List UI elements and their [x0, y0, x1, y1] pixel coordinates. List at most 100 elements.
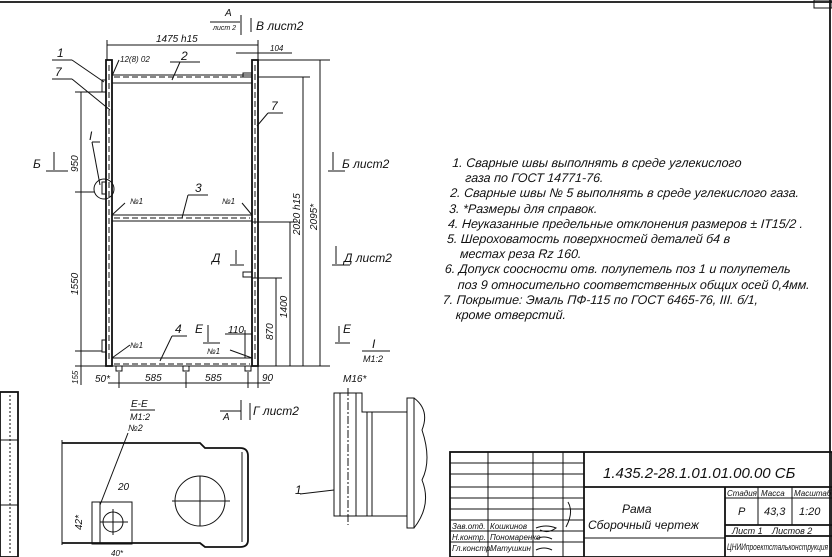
title-block-text: 1.435.2-28.1.01.01.00.00 СБ Рама Сборочн…	[452, 465, 832, 553]
dim-2095: 2095*	[309, 203, 320, 231]
organization: ЦНИИпроектстальконструкция	[727, 542, 828, 552]
sheet-number-box	[813, 0, 832, 9]
left-post	[105, 59, 113, 367]
dim-104: 104	[270, 44, 284, 53]
section-d: Д	[210, 251, 221, 265]
dimension-labels: 1475 h15 104 12(8) 02 950 1550 155 2020 …	[70, 34, 367, 557]
mass-header: Масса	[761, 489, 785, 498]
position-labels: 1 7 2 7 3 4 1 №1 №1 №1 №1 №2	[55, 46, 302, 497]
section-a-top-sheet: лист 2	[212, 25, 236, 32]
section-ee-title: Е-Е	[131, 399, 148, 410]
weld-no1: №1	[207, 347, 220, 356]
scale-value: 1:20	[799, 506, 821, 518]
note-line: кроме отверстий.	[455, 308, 567, 323]
sheet-count: Листов 2	[771, 526, 812, 536]
hinge-bottom	[101, 339, 107, 353]
note-line: газа по ГОСТ 14771-76.	[464, 171, 605, 186]
section-a-bottom: А	[222, 412, 230, 423]
pos-7-right: 7	[271, 99, 279, 113]
middle-bar	[111, 214, 253, 222]
detail-i-callout: I	[89, 129, 93, 143]
dim-585-b: 585	[205, 373, 222, 384]
dimension-lines	[46, 15, 390, 420]
detail-i-label: I	[372, 337, 376, 351]
dim-1400: 1400	[279, 295, 290, 318]
foot	[244, 365, 252, 372]
pos-4: 4	[175, 322, 182, 336]
dim-870: 870	[265, 323, 276, 340]
dim-155: 155	[71, 370, 80, 384]
section-ee-view	[61, 440, 249, 548]
dim-width: 1475 h15	[156, 34, 198, 45]
section-a-top: А	[224, 8, 232, 19]
signature	[535, 501, 572, 533]
latch	[242, 271, 253, 278]
role: Н.контр.	[452, 533, 486, 542]
hinge-mid	[101, 181, 107, 195]
person-name: Пономаренко	[490, 533, 541, 542]
pos-1: 1	[57, 46, 64, 60]
dim-585-a: 585	[145, 373, 162, 384]
mass-value: 43,3	[764, 506, 786, 518]
dim-50: 50*	[95, 374, 111, 385]
plate	[91, 501, 133, 545]
note-line: 3. *Размеры для справок.	[448, 201, 598, 216]
dim-90: 90	[262, 373, 274, 384]
technical-requirements: 1. Сварные швы выполнять в среде углекис…	[441, 156, 832, 323]
note-line: 2. Сварные швы № 5 выполнять в среде угл…	[449, 186, 800, 201]
scale-header: Масштаб	[794, 489, 832, 498]
section-ee-scale: М1:2	[130, 412, 150, 422]
section-e: Е	[195, 322, 204, 336]
weld-no1: №1	[222, 197, 235, 206]
section-b-right: Б лист2	[342, 157, 390, 171]
dim-m16: M16*	[343, 374, 367, 385]
bottom-bar	[111, 357, 253, 367]
dim-950: 950	[70, 155, 81, 172]
section-g-bottom: Г лист2	[253, 404, 299, 418]
weld-no1: №1	[130, 341, 143, 350]
sheet-number: Лист 1	[731, 526, 763, 536]
role: Гл.констр.	[452, 544, 493, 553]
detail-i-view	[299, 388, 428, 529]
dim-20: 20	[117, 482, 130, 493]
detail-flange	[406, 397, 415, 529]
stage-header: Стадия	[727, 489, 758, 498]
pos-3: 3	[195, 181, 202, 195]
note-line: 1. Сварные швы выполнять в среде углекис…	[451, 156, 743, 170]
stage-value: Р	[738, 506, 746, 518]
note-line: 4. Неуказанные предельные отклонения раз…	[447, 216, 804, 231]
person-name: Кошкинов	[490, 522, 527, 531]
detail-i-scale: М1:2	[363, 354, 383, 364]
hinge-top	[101, 79, 107, 93]
foot	[115, 365, 123, 372]
dim-2020: 2020 h15	[292, 193, 303, 236]
drawing-type: Сборочный чертеж	[588, 518, 700, 532]
note-line: 6. Допуск соосности отв. полупетель поз …	[444, 262, 792, 277]
dim-1550: 1550	[70, 272, 81, 295]
section-b-top: В лист2	[256, 19, 304, 33]
weld-no1: №1	[130, 197, 143, 206]
section-d-right: Д лист2	[342, 251, 392, 265]
title-block-grid	[449, 451, 832, 557]
detail-circle-i	[93, 178, 115, 200]
weld-note: 12(8) 02	[120, 55, 150, 64]
weld-no2: №2	[128, 423, 143, 433]
section-labels: А лист 2 В лист2 Б Б лист2 Д Д лист2 Е Е…	[33, 8, 392, 423]
pos-7-left: 7	[55, 65, 63, 79]
dim-110: 110	[228, 325, 244, 336]
note-line: 7. Покрытие: Эмаль ПФ-115 по ГОСТ 6465-7…	[442, 292, 759, 307]
note-line: поз 9 относительно соответственных общих…	[457, 277, 811, 292]
dim-40: 40*	[111, 549, 124, 557]
dim-42: 42*	[74, 514, 85, 530]
drawing-designation: 1.435.2-28.1.01.01.00.00 СБ	[603, 465, 796, 482]
top-bar	[111, 74, 253, 84]
drawing-name: Рама	[622, 502, 652, 516]
note-line: местах реза Rz 160.	[459, 247, 582, 262]
pos-2: 2	[180, 49, 188, 63]
foot	[182, 365, 190, 372]
role: Зав.отд.	[452, 522, 485, 531]
section-e-right: Е	[343, 322, 352, 336]
section-b-left: Б	[33, 157, 41, 171]
note-line: 5. Шероховатость поверхностей деталей б4…	[446, 232, 731, 247]
